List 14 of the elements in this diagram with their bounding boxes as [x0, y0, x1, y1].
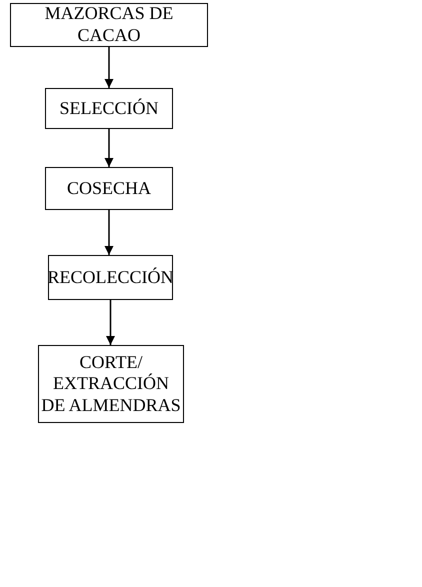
process-box — [10, 3, 208, 47]
arrow — [106, 300, 115, 345]
process-box — [45, 88, 173, 129]
step-label: RECOLECCIÓN — [48, 266, 174, 288]
arrow — [104, 129, 114, 167]
process-box — [38, 345, 184, 423]
arrow — [104, 210, 114, 255]
step-label: MAZORCAS DE CACAO — [44, 3, 174, 47]
step-label: COSECHA — [66, 178, 151, 200]
process-box — [48, 255, 173, 300]
step-label: SELECCIÓN — [60, 98, 158, 120]
step-label: CORTE/ EXTRACCIÓN DE ALMENDRAS — [40, 352, 182, 416]
process-box — [45, 167, 173, 210]
arrow — [104, 47, 114, 88]
